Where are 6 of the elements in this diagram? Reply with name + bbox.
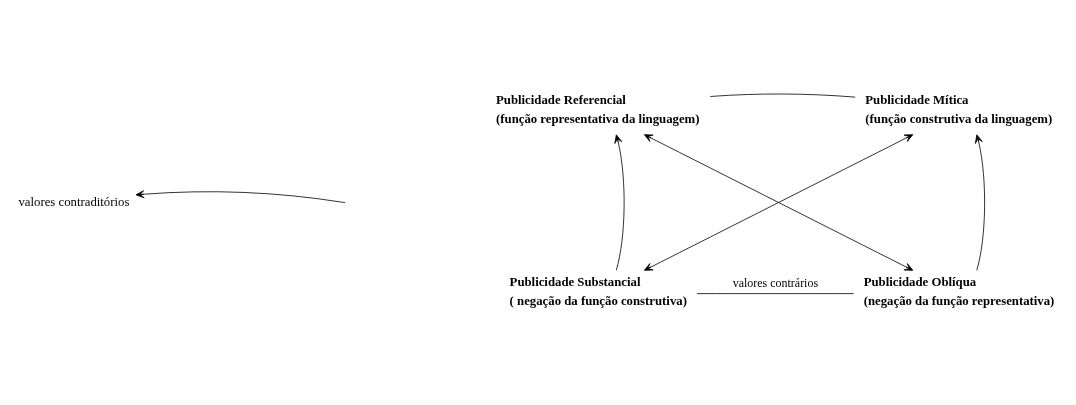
node-text: Publicidade Mítica (função construtiva da linguagem) <box>865 93 1053 127</box>
node-text: Publicidade Substancial ( negação da função construtiva) <box>509 275 687 309</box>
edge-label: valores contrários <box>732 276 819 291</box>
node-text: Publicidade Referencial (função representativa da linguagem) <box>496 93 700 127</box>
node-text: Publicidade Oblíqua (negação da função representativa) <box>863 275 1055 309</box>
node-text: valores contraditórios <box>18 194 130 209</box>
